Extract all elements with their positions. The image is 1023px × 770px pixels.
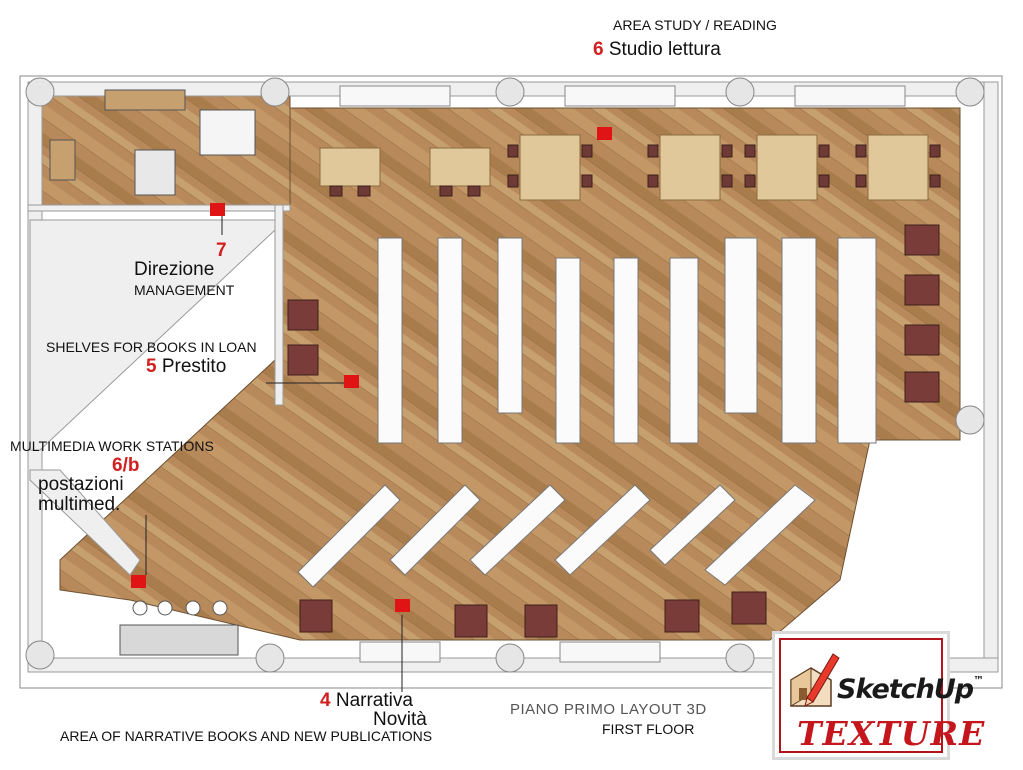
marker-management: [210, 203, 225, 216]
label-narrative-num: 4: [320, 690, 331, 711]
logo-word-1: SketchUp: [837, 674, 974, 705]
sketchup-texture-logo: SketchUp™ TEXTURE: [772, 631, 984, 760]
label-multimedia-it-2: multimed.: [38, 494, 121, 515]
logo-frame: [779, 638, 943, 753]
label-multimedia-it-1: postazioni: [38, 474, 124, 495]
logo-word-sketchup: SketchUp™: [837, 674, 984, 705]
label-loan-text: Prestito: [161, 356, 227, 377]
label-multimedia-en: MULTIMEDIA WORK STATIONS: [10, 438, 214, 454]
label-floor-it: PIANO PRIMO LAYOUT 3D: [510, 701, 707, 718]
label-study-en: AREA STUDY / READING: [613, 17, 777, 33]
marker-loan: [344, 375, 359, 388]
chairs: [329, 144, 941, 197]
label-loan-en: SHELVES FOR BOOKS IN LOAN: [46, 339, 257, 355]
label-study-it: 6 Studio lettura: [593, 39, 721, 61]
label-narrative-it-1: 4 Narrativa: [320, 690, 413, 712]
label-floor-en: FIRST FLOOR: [602, 721, 695, 737]
logo-word-texture: TEXTURE: [797, 714, 986, 753]
label-narrative-it-2: Novità: [373, 709, 427, 730]
marker-study: [597, 127, 612, 140]
label-loan-it: 5 Prestito: [146, 356, 226, 378]
label-study-num: 6: [593, 39, 604, 60]
multimedia-desks: [119, 600, 239, 656]
marker-narrative: [395, 599, 410, 612]
narrative-shelves: [297, 484, 816, 588]
label-study-text: Studio lettura: [608, 39, 721, 60]
study-tables: [319, 134, 929, 201]
columns: [25, 77, 985, 673]
sketchup-pencil-house-icon: [790, 653, 840, 707]
logo-trademark: ™: [973, 674, 984, 687]
management-furniture: [49, 89, 256, 196]
label-narrative-en: AREA OF NARRATIVE BOOKS AND NEW PUBLICAT…: [60, 728, 433, 744]
windows: [339, 85, 906, 663]
armchairs: [287, 224, 940, 638]
label-management-it: Direzione: [134, 259, 215, 280]
loan-shelves: [377, 237, 877, 444]
marker-multimedia: [131, 575, 146, 588]
label-loan-num: 5: [146, 356, 157, 377]
label-multimedia-num: 6/b: [112, 455, 140, 476]
label-management-num: 7: [216, 240, 227, 261]
label-narrative-text: Narrativa: [335, 690, 413, 711]
label-management-en: MANAGEMENT: [134, 282, 235, 298]
